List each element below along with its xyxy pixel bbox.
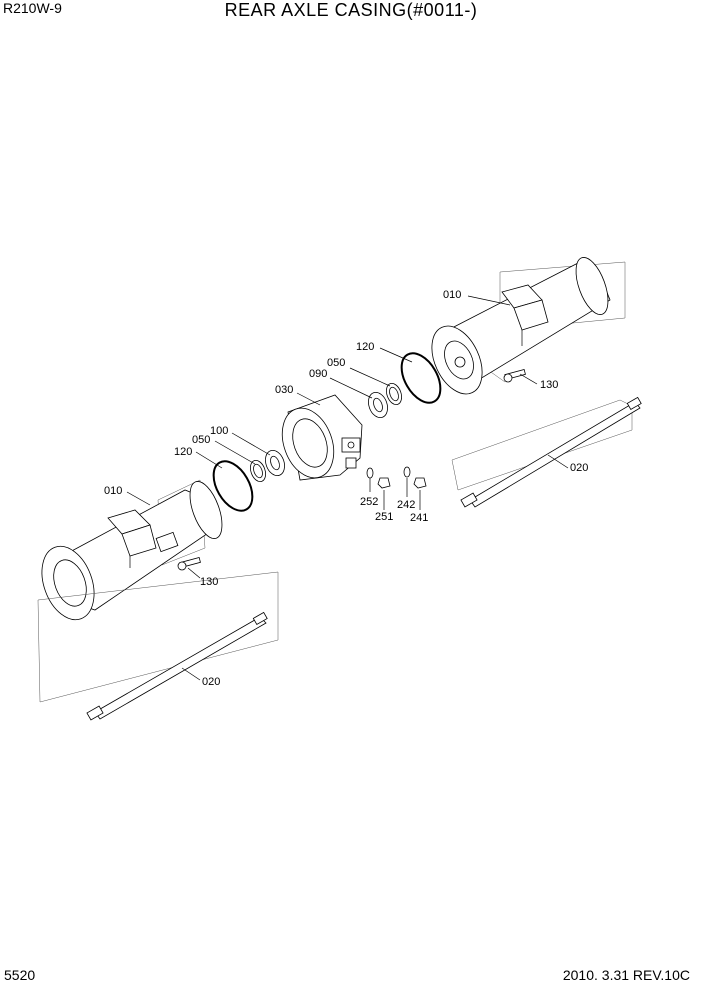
o-ring-242 [403, 466, 411, 478]
o-ring-120-left [212, 460, 254, 512]
callout-130-right: 130 [540, 379, 558, 391]
callout-090: 090 [309, 368, 327, 380]
callout-030: 030 [275, 384, 293, 396]
callout-130-left: 130 [200, 576, 218, 588]
plug-251 [377, 477, 391, 489]
axle-shaft-left [37, 571, 279, 721]
callout-120-right: 120 [356, 341, 374, 353]
seal-050-right [386, 382, 402, 406]
bolt-130-right [503, 368, 526, 383]
o-ring-120-right [400, 352, 442, 404]
callout-010-right: 010 [443, 289, 461, 301]
callout-050-right: 050 [327, 357, 345, 369]
callout-010-left: 010 [104, 485, 122, 497]
callout-242: 242 [397, 499, 415, 511]
bearing-090 [368, 392, 388, 418]
axle-shaft-right [451, 396, 642, 508]
callout-100: 100 [210, 425, 228, 437]
callout-020-left: 020 [202, 676, 220, 688]
bolt-130-left [177, 556, 201, 571]
seal-050-left [250, 459, 266, 483]
model-code: R210W-9 [3, 0, 62, 16]
callout-120-left: 120 [174, 446, 192, 458]
revision-date: 2010. 3.31 REV.10C [562, 967, 690, 983]
callout-241: 241 [410, 512, 428, 524]
page-title: REAR AXLE CASING(#0011-) [224, 0, 478, 20]
callout-252: 252 [360, 496, 378, 508]
callout-020-right: 020 [570, 462, 588, 474]
page-number: 5520 [4, 967, 36, 983]
leader-lines [126, 295, 569, 681]
center-housing [281, 394, 363, 481]
axle-housing-left [41, 479, 223, 621]
o-ring-252 [366, 467, 374, 479]
bearing-100 [265, 450, 285, 476]
plug-241 [413, 477, 427, 489]
callout-251: 251 [375, 511, 393, 523]
axle-housing-right [431, 257, 626, 395]
callout-050-left: 050 [192, 434, 210, 446]
